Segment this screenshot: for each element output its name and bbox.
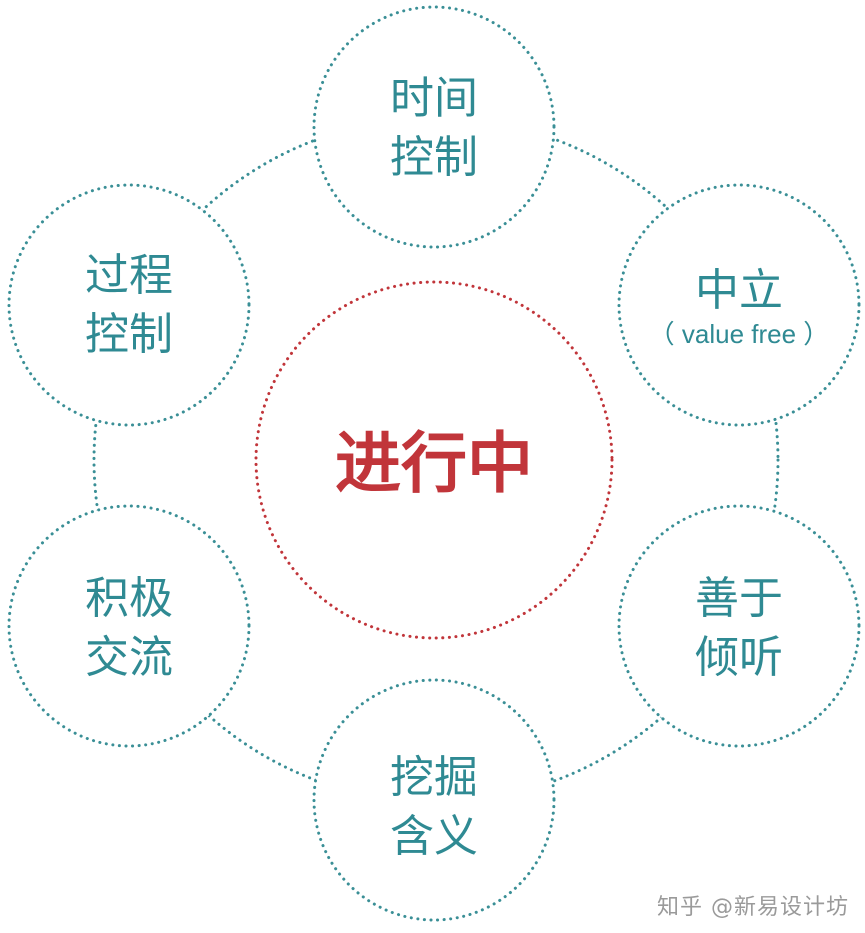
node-lower-left-circle <box>7 504 251 748</box>
node-lower-right-line2: 倾听 <box>695 632 783 683</box>
node-bottom-circle <box>312 678 556 922</box>
node-top-line1: 时间 <box>390 73 478 124</box>
node-upper-left-line2: 控制 <box>85 309 173 360</box>
node-upper-left-line1: 过程 <box>85 250 173 301</box>
node-upper-right-line1: 中立 <box>695 265 783 316</box>
node-lower-right-circle <box>617 504 861 748</box>
center-circle <box>254 280 614 640</box>
node-lower-right-line1: 善于 <box>695 573 783 624</box>
watermark: 知乎 @新易设计坊 <box>657 895 849 920</box>
node-upper-left-circle <box>7 183 251 427</box>
node-top-circle <box>312 5 556 249</box>
node-lower-right: 善于 倾听 <box>617 504 861 748</box>
center-label: 进行中 <box>335 425 533 502</box>
node-upper-right-circle <box>617 183 861 427</box>
node-top-line2: 控制 <box>390 132 478 183</box>
node-upper-right: 中立 （ value free ） <box>617 183 861 427</box>
node-bottom: 挖掘 含义 <box>312 678 556 922</box>
node-lower-left: 积极 交流 <box>7 504 251 748</box>
node-lower-left-line1: 积极 <box>85 573 173 624</box>
node-upper-left: 过程 控制 <box>7 183 251 427</box>
node-upper-right-sub: （ value free ） <box>649 319 830 349</box>
node-bottom-line2: 含义 <box>390 811 478 862</box>
node-bottom-line1: 挖掘 <box>390 752 478 803</box>
node-top: 时间 控制 <box>312 5 556 249</box>
node-lower-left-line2: 交流 <box>85 632 173 683</box>
center-node: 进行中 <box>254 280 614 640</box>
